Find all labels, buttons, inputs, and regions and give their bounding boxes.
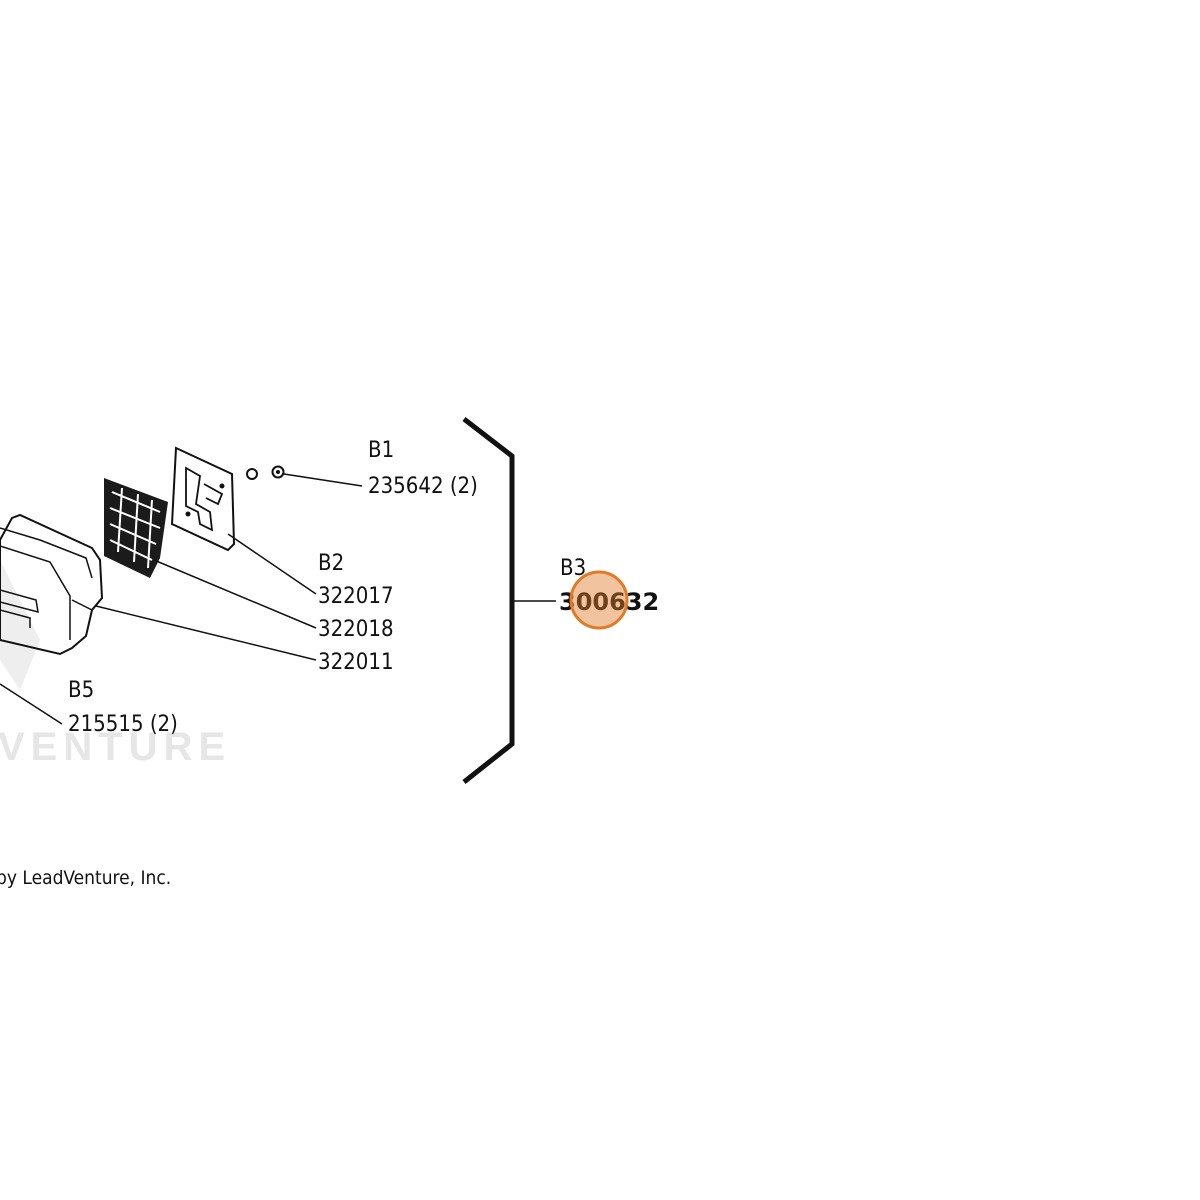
- part-215515[interactable]: 215515 (2): [68, 712, 178, 737]
- watermark: VENTURE: [0, 560, 231, 769]
- ref-b5: B5: [68, 678, 94, 703]
- kit-bracket: [462, 417, 515, 784]
- leader-lines: [0, 473, 556, 725]
- part-235642[interactable]: 235642 (2): [368, 474, 478, 499]
- leader-322018: [153, 559, 317, 629]
- leader-b1: [283, 473, 363, 487]
- callout-b3: B3 300632: [559, 556, 659, 630]
- gasket-plate: [170, 446, 236, 552]
- callout-b1: B1 235642 (2): [368, 438, 478, 499]
- copyright-text: by LeadVenture, Inc.: [0, 867, 171, 889]
- part-highlight-marker[interactable]: [569, 570, 629, 630]
- ref-b1: B1: [368, 438, 394, 463]
- part-322018[interactable]: 322018: [318, 617, 394, 642]
- part-300632[interactable]: 300632: [559, 588, 659, 616]
- nut-pair: [246, 465, 285, 480]
- watermark-logo-mark: [0, 560, 40, 690]
- leader-322011: [95, 605, 317, 661]
- callout-b5: B5 215515 (2): [68, 678, 178, 737]
- air-cleaner-base: [0, 513, 104, 656]
- part-322017[interactable]: 322017: [318, 584, 394, 609]
- filter-element: [104, 478, 168, 578]
- leader-b5: [0, 683, 63, 725]
- ref-b2: B2: [318, 551, 344, 576]
- part-322011[interactable]: 322011: [318, 650, 394, 675]
- leader-322017: [227, 533, 317, 595]
- watermark-text: VENTURE: [0, 725, 231, 769]
- callout-b2: B2 322017 322018 322011: [318, 551, 394, 675]
